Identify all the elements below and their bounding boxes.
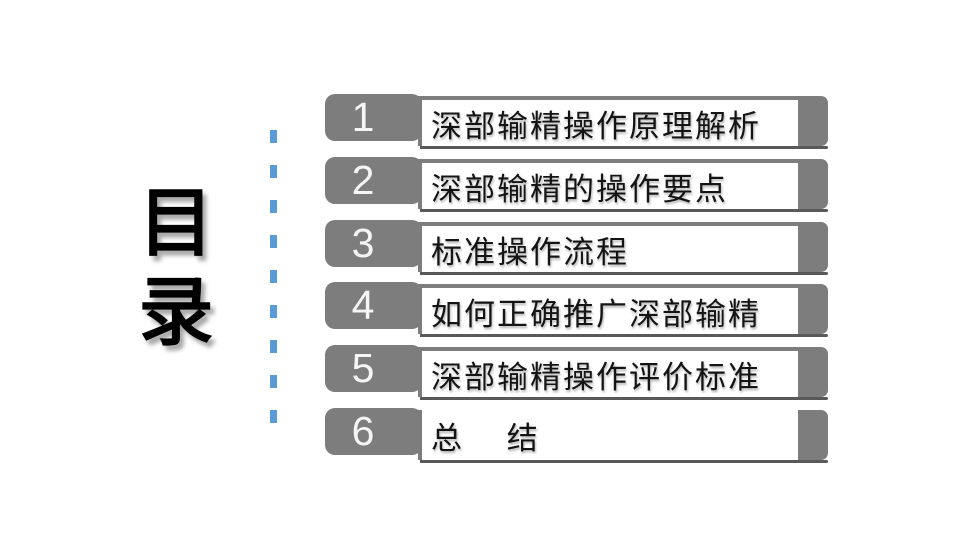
toc-item-4[interactable]: 如何正确推广深部输精 4: [325, 282, 828, 338]
toc-item-textbox: 深部输精的操作要点: [422, 163, 798, 209]
bar-shadow: [420, 334, 828, 337]
number-tab: [325, 282, 422, 329]
toc-item-label: 如何正确推广深部输精: [431, 296, 761, 332]
toc-item-number: 5: [351, 345, 375, 391]
toc-item-label: 标准操作流程: [431, 234, 629, 270]
toc-item-2[interactable]: 深部输精的操作要点 2: [325, 157, 828, 213]
number-tab: [325, 157, 422, 204]
number-tab: [325, 408, 422, 455]
toc-item-textbox: 深部输精操作评价标准: [422, 351, 798, 397]
toc-item-1[interactable]: 深部输精操作原理解析 1: [325, 94, 828, 150]
number-tab: [325, 345, 422, 392]
toc-title: 目 录: [138, 183, 214, 355]
dashed-divider: [270, 130, 277, 423]
toc-item-number: 1: [351, 94, 375, 140]
toc-item-textbox: 深部输精操作原理解析: [422, 100, 798, 146]
toc-item-textbox: 如何正确推广深部输精: [422, 288, 798, 334]
toc-item-number: 4: [351, 282, 375, 328]
bar-shadow: [420, 272, 828, 275]
toc-item-number: 6: [351, 408, 375, 454]
toc-item-label: 深部输精操作评价标准: [431, 359, 761, 395]
toc-item-6[interactable]: 总 结 6: [325, 408, 828, 464]
bar-shadow: [420, 146, 828, 149]
number-tab: [325, 220, 422, 267]
toc-item-number: 3: [351, 220, 375, 266]
bar-shadow: [420, 460, 828, 463]
toc-item-label: 深部输精的操作要点: [431, 171, 728, 207]
bar-shadow: [420, 209, 828, 212]
bar-shadow: [420, 397, 828, 400]
number-tab: [325, 94, 422, 141]
toc-item-textbox: 标准操作流程: [422, 226, 798, 272]
toc-item-5[interactable]: 深部输精操作评价标准 5: [325, 345, 828, 401]
toc-item-3[interactable]: 标准操作流程 3: [325, 220, 828, 276]
toc-item-label: 深部输精操作原理解析: [431, 108, 761, 144]
toc-item-number: 2: [351, 157, 375, 203]
toc-item-label: 总 结: [431, 420, 540, 456]
toc-item-textbox: 总 结: [422, 410, 798, 460]
